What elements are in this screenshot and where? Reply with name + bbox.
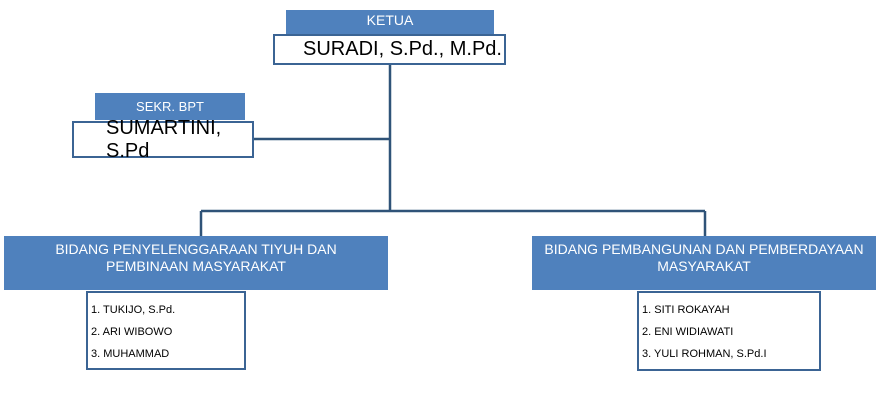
bidang-pembangunan-title: BIDANG PEMBANGUNAN DAN PEMBERDAYAAN MASY… — [532, 236, 876, 290]
list-item: 3. MUHAMMAD — [91, 348, 170, 360]
list-item: 3. YULI ROHMAN, S.Pd.I — [642, 348, 767, 360]
list-item: 1. SITI ROKAYAH — [642, 304, 730, 316]
sekretaris-title: SEKR. BPT — [95, 93, 245, 120]
bidang-penyelenggaraan-title: BIDANG PENYELENGGARAAN TIYUH DAN PEMBINA… — [4, 236, 388, 290]
ketua-title: KETUA — [286, 10, 494, 35]
sekretaris-name: SUMARTINI, S.Pd — [106, 116, 222, 162]
bidang-pembangunan-members: 1. SITI ROKAYAH 2. ENI WIDIAWATI 3. YULI… — [637, 291, 821, 371]
ketua-name-box: SURADI, S.Pd., M.Pd. — [273, 34, 506, 65]
list-item: 2. ENI WIDIAWATI — [642, 326, 734, 338]
bidang-penyelenggaraan-members: 1. TUKIJO, S.Pd. 2. ARI WIBOWO 3. MUHAMM… — [86, 291, 246, 370]
list-item: 1. TUKIJO, S.Pd. — [91, 304, 176, 316]
ketua-name: SURADI, S.Pd., M.Pd. — [303, 38, 502, 60]
list-item: 2. ARI WIBOWO — [91, 326, 173, 338]
sekretaris-name-box: SUMARTINI, S.Pd — [72, 117, 254, 162]
